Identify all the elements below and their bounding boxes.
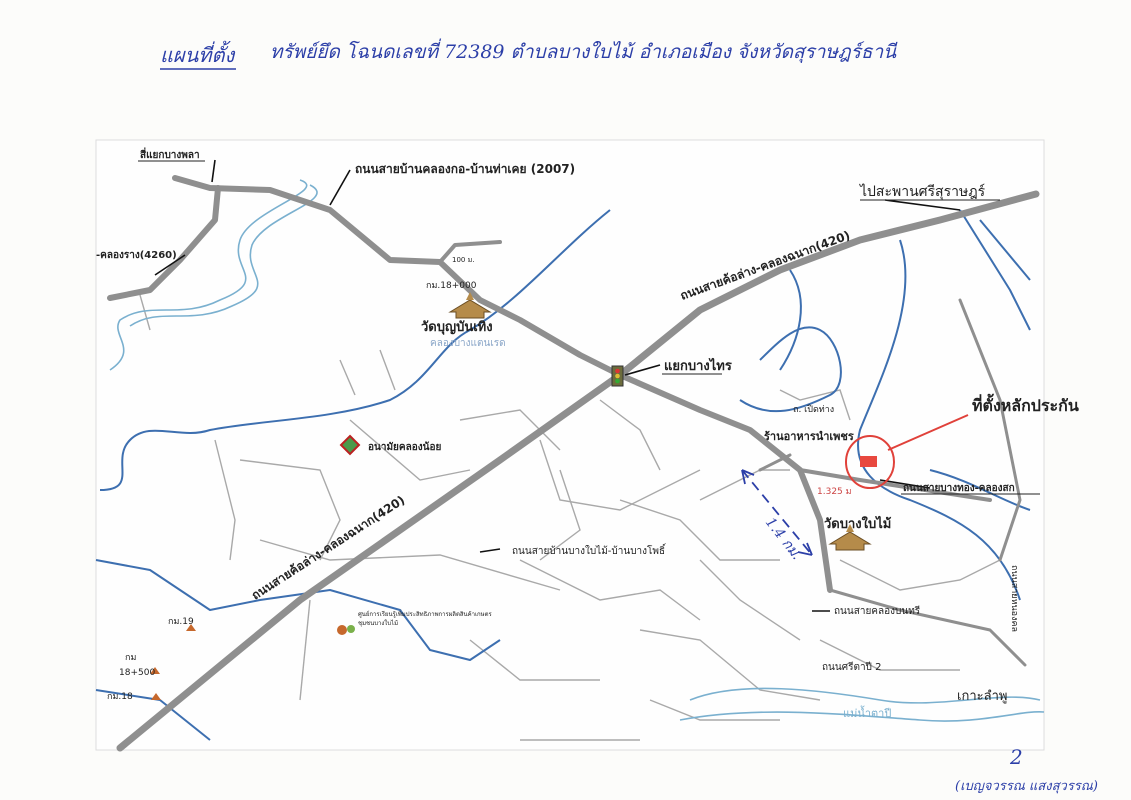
label-road-bang-thong: ถนนสายบางทอง-คลองสก bbox=[903, 483, 1015, 494]
rivers bbox=[95, 179, 1045, 741]
label-distance-m: 1.325 ม bbox=[817, 487, 852, 497]
label-khlong-faded: คลองบางแตนเรด bbox=[430, 338, 506, 349]
label-km-18-500: 18+500 bbox=[119, 668, 155, 678]
header-title: ทรัพย์ยึด โฉนดเลขที่ 72389 ตำบลบางใบไม้ … bbox=[270, 38, 898, 63]
label-community-center: ศูนย์การเรียนรู้เพิ่มประสิทธิภาพการผลิตส… bbox=[358, 610, 493, 618]
label-ko-lamphu: เกาะลำพู bbox=[957, 689, 1007, 704]
label-si-yaek-bang-phla: สี่แยกบางพลา bbox=[140, 147, 200, 161]
label-collateral-site: ที่ตั้งหลักประกัน bbox=[972, 393, 1079, 415]
km-marker-icon bbox=[186, 624, 196, 631]
label-health-center: อนามัยคลองน้อย bbox=[368, 441, 441, 453]
label-community-center-2: ชุมชนบางใบไม้ bbox=[358, 619, 398, 627]
label-km-18-000: กม.18+000 bbox=[426, 281, 477, 291]
label-yaek-bang-sai: แยกบางไทร bbox=[664, 357, 732, 374]
label-khlong-rang: -คลองราง(4260) bbox=[96, 250, 177, 261]
label-km-prefix: กม bbox=[125, 653, 136, 663]
collateral-marker bbox=[845, 414, 969, 489]
signature-note: (เบญจวรรณ แสงสุวรรณ) bbox=[955, 779, 1098, 794]
label-km-19: กม.19 bbox=[168, 617, 194, 627]
collateral-plot bbox=[860, 456, 877, 467]
label-pink-road: ถนนสายหนองคล bbox=[1009, 565, 1019, 632]
temple-icon bbox=[828, 524, 872, 551]
label-pier-road: ถ. เปิดท่าง bbox=[793, 404, 834, 415]
label-wat-bun: วัดบุญบันเทิง bbox=[421, 320, 493, 335]
label-to-bridge: ไปสะพานศรีสุราษฎร์ bbox=[859, 183, 986, 200]
label-wat-bang-bai-mai: วัดบางใบไม้ bbox=[824, 515, 891, 532]
label-restaurant: ร้านอาหารนำเพชร bbox=[764, 430, 854, 443]
label-road-srita: ถนนศรีตาปี 2 bbox=[822, 661, 881, 673]
header-title-underlined: แผนที่ตั้ง bbox=[160, 40, 235, 67]
health-center-icon bbox=[339, 434, 361, 456]
collateral-pointer bbox=[887, 414, 969, 451]
page-number: 2 bbox=[1009, 745, 1023, 769]
km-marker-icon bbox=[151, 693, 161, 700]
traffic-light-icon bbox=[611, 365, 624, 387]
minor-roads bbox=[139, 294, 1001, 741]
community-center-icon bbox=[337, 625, 355, 635]
label-tapi-river: แม่น้ำตาปี bbox=[843, 705, 891, 720]
label-road-2007: ถนนสายบ้านคลองกอ-บ้านท่าเคย (2007) bbox=[355, 162, 575, 176]
label-road-khlong-bon: ถนนสายคลองบนทรี bbox=[834, 605, 921, 617]
label-km-18: กม.18 bbox=[107, 692, 133, 702]
pointer-arrows bbox=[154, 159, 961, 612]
label-road-bang-bai-mai: ถนนสายบ้านบางใบไม้-บ้านบางโพธิ์ bbox=[512, 543, 667, 557]
main-roads bbox=[107, 175, 1040, 752]
km-marker-icon bbox=[150, 667, 160, 674]
temple-icon bbox=[448, 292, 492, 319]
label-100m: 100 ม. bbox=[452, 256, 474, 264]
collateral-circle bbox=[845, 435, 895, 489]
